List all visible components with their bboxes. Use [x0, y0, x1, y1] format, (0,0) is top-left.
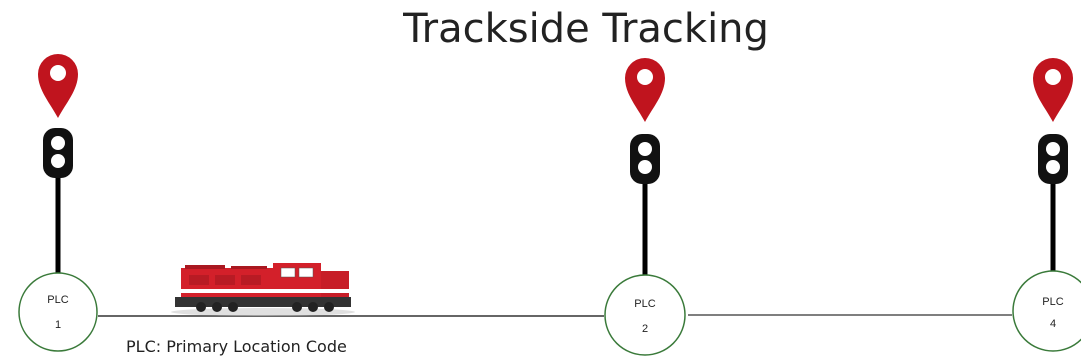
location-pin-icon: [625, 58, 665, 122]
station-1: [18, 54, 98, 352]
diagram-title: Trackside Tracking: [403, 6, 769, 52]
signal-light-icon: [630, 134, 660, 184]
plc-number: 1: [55, 319, 61, 331]
locomotive-icon: [171, 263, 355, 316]
plc-node: [604, 274, 686, 356]
station-4: [1012, 58, 1081, 352]
station-2: [604, 58, 686, 356]
plc-label: PLC: [47, 294, 68, 306]
signal-light-icon: [1038, 134, 1068, 184]
plc-node: [18, 272, 98, 352]
plc-node: [1012, 270, 1081, 352]
plc-number: 2: [642, 323, 648, 335]
plc-label: PLC: [1042, 296, 1063, 308]
legend-text: PLC: Primary Location Code: [126, 337, 347, 356]
plc-number: 4: [1050, 318, 1056, 330]
plc-label: PLC: [634, 298, 655, 310]
location-pin-icon: [1033, 58, 1073, 122]
location-pin-icon: [38, 54, 78, 118]
signal-light-icon: [43, 128, 73, 178]
